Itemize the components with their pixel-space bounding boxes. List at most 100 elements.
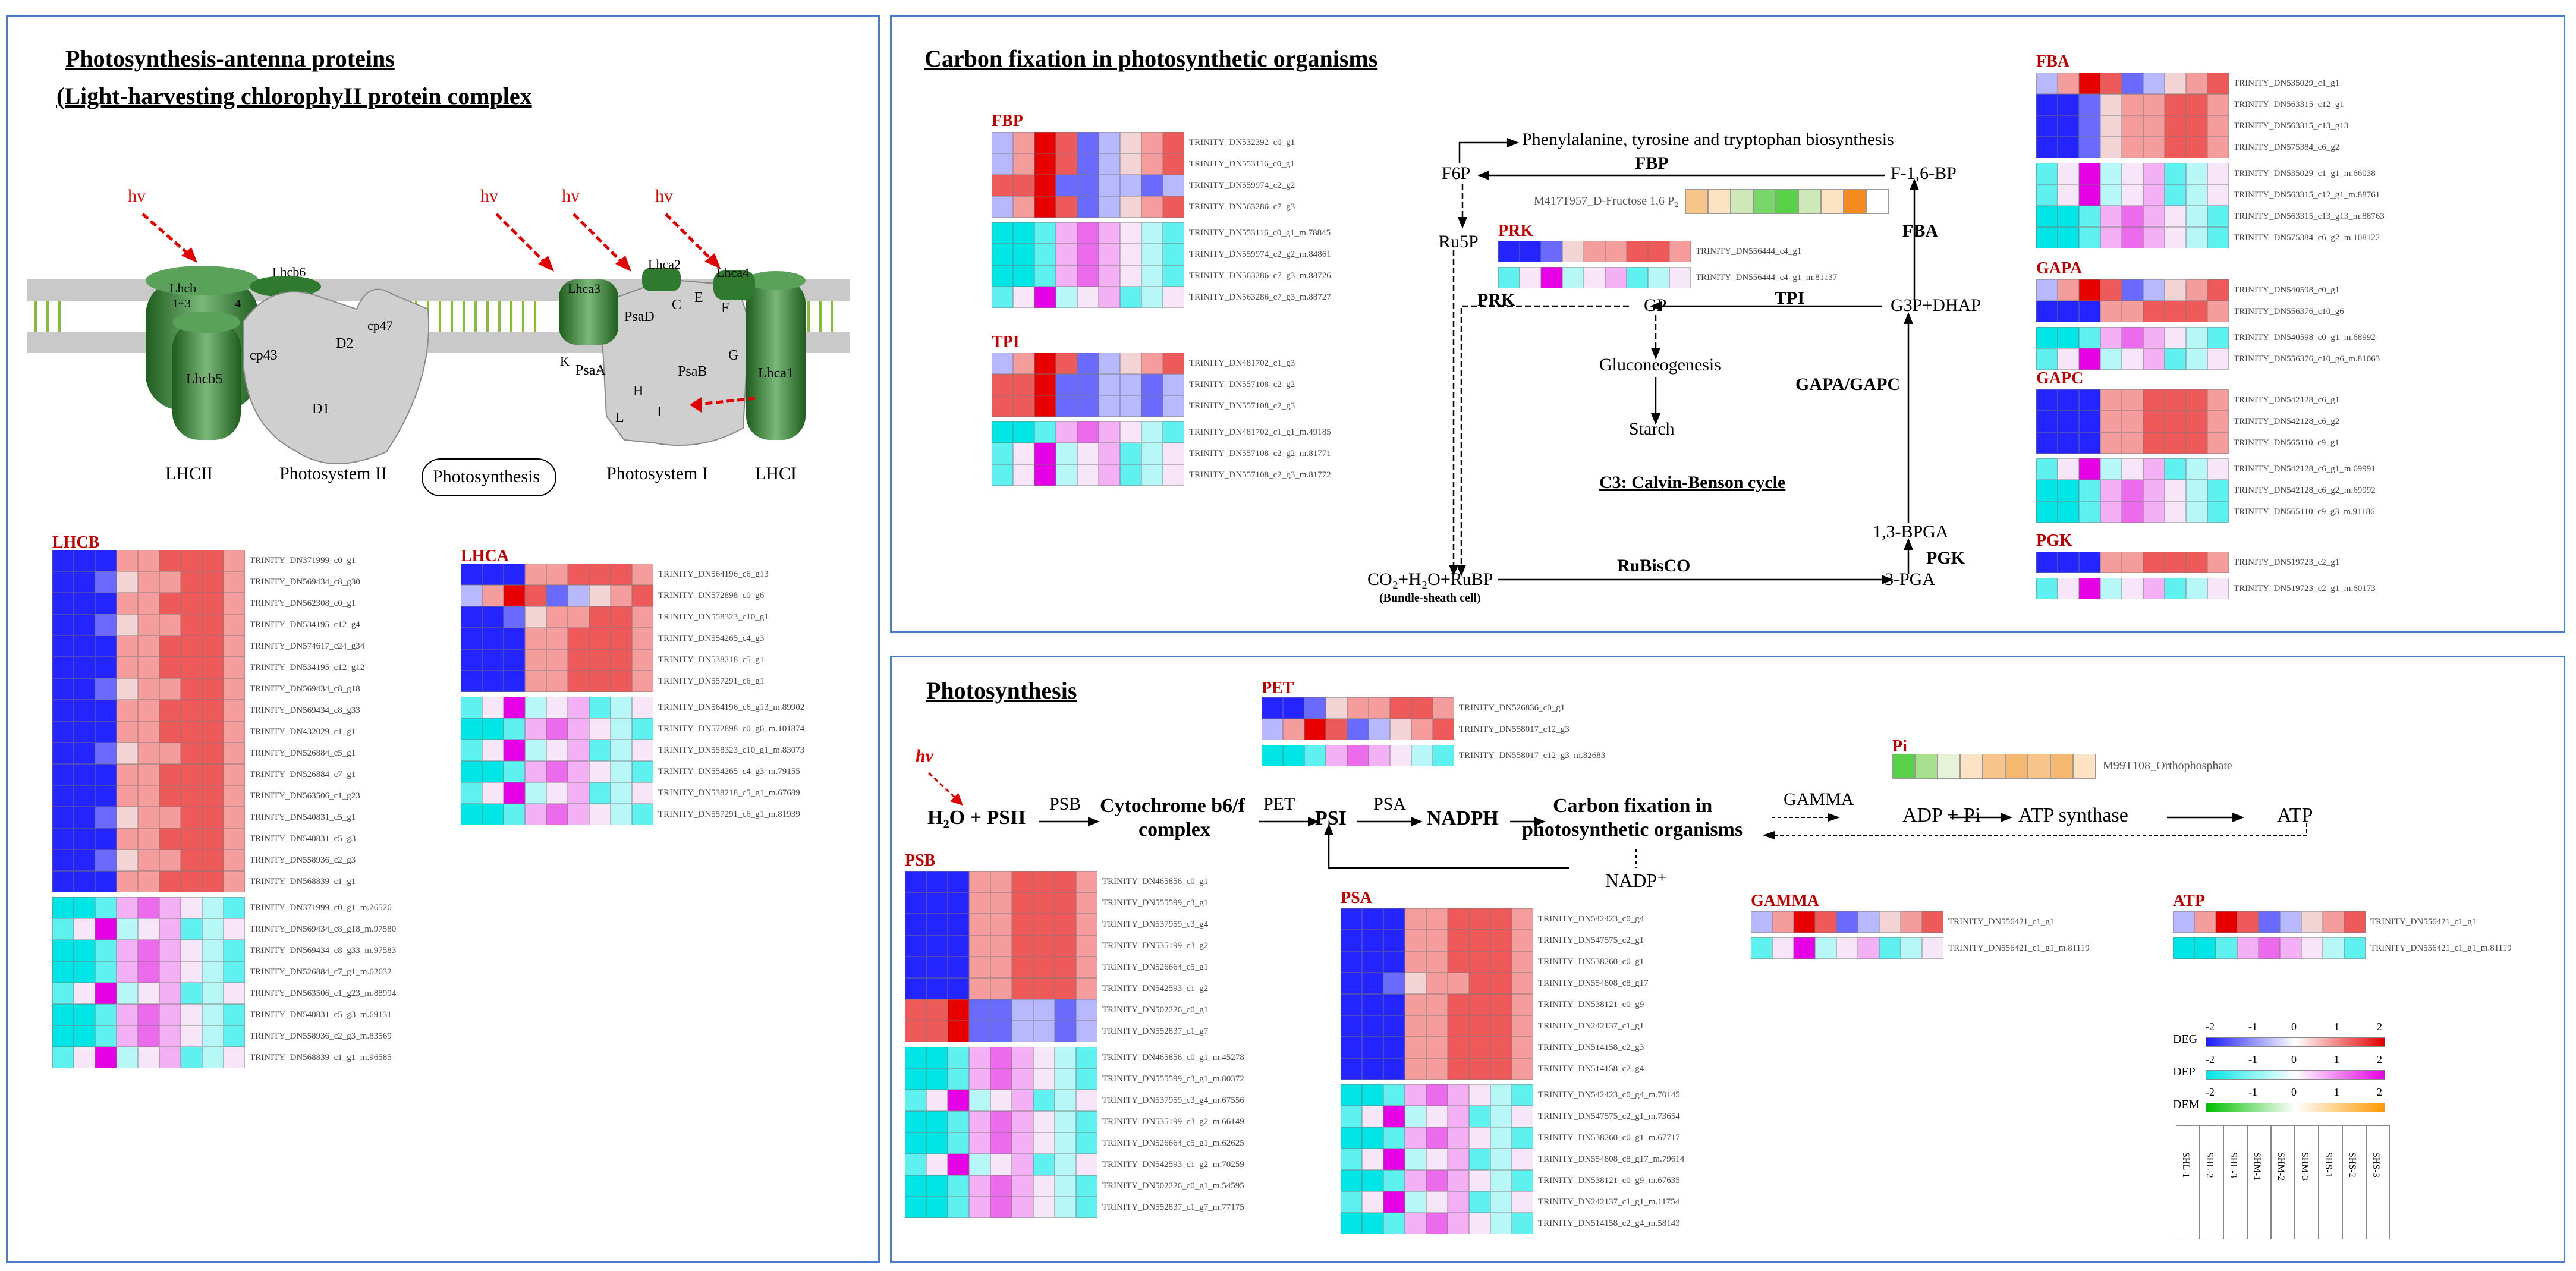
heatmap-cell — [159, 961, 181, 983]
heatmap-cell — [2207, 279, 2229, 301]
heatmap-cell — [1034, 395, 1056, 417]
heatmap-cell — [74, 871, 95, 892]
heatmap-cell — [969, 1197, 990, 1218]
f6p-node: F6P — [1442, 163, 1471, 183]
heatmap-cell — [1405, 1058, 1426, 1080]
heatmap-cell — [2207, 432, 2229, 454]
heatmap-cell — [181, 983, 202, 1004]
psb-gene-label: TRINITY_DN535199_c3_g2 — [1102, 941, 1209, 951]
lhcb6-label: Lhcb6 — [272, 265, 306, 279]
heatmap-cell — [1362, 1191, 1383, 1213]
heatmap-cell — [948, 1111, 969, 1132]
heatmap-cell — [202, 897, 224, 918]
gamma-protein-label: TRINITY_DN556421_c1_g1_m.81119 — [1948, 943, 2090, 953]
lhcb-gene-label: TRINITY_DN563506_c1_g23 — [250, 791, 360, 801]
heatmap-cell — [1469, 1170, 1490, 1191]
heatmap-cell — [905, 935, 926, 957]
heatmap-cell — [990, 1090, 1012, 1111]
psa-protein-row: TRINITY_DN538260_c0_g1_m.67717 — [1341, 1127, 1684, 1149]
heatmap-cell — [525, 782, 546, 804]
heatmap-cell — [2165, 163, 2186, 184]
heatmap-cell — [2165, 137, 2186, 158]
lhcb-gene-label: TRINITY_DN540831_c5_g3 — [250, 834, 356, 844]
heatmap-cell — [159, 764, 181, 785]
lhca-protein-label: TRINITY_DN564196_c6_g13_m.89902 — [658, 703, 805, 712]
heatmap-cell — [1141, 222, 1163, 244]
prk-gene-label: TRINITY_DN556444_c4_g1 — [1696, 247, 1802, 256]
heatmap-cell — [1469, 1213, 1490, 1234]
heatmap-cell — [2207, 411, 2229, 432]
heatmap-cell — [1390, 745, 1411, 766]
heatmap-cell — [611, 718, 632, 740]
gamma-heatmap-title: GAMMA — [1751, 892, 1820, 910]
prk-protein-row: TRINITY_DN556444_c4_g1_m.81137 — [1498, 267, 1837, 288]
calvin-cycle-arrows — [1449, 138, 1919, 584]
photosynthesis-link[interactable]: Photosynthesis — [433, 467, 540, 486]
lhcb-gene-label: TRINITY_DN534195_c12_g4 — [250, 620, 360, 630]
fba-protein-row: TRINITY_DN563315_c12_g1_m.88761 — [2036, 184, 2385, 206]
lhcb-gene-label: TRINITY_DN569434_c8_g30 — [250, 577, 360, 587]
heatmap-cell — [1141, 196, 1163, 218]
heatmap-cell — [1448, 994, 1469, 1015]
lhca-gene-row: TRINITY_DN572898_c0_g6 — [461, 585, 804, 606]
heatmap-cell — [504, 649, 525, 671]
heatmap-cell — [224, 550, 245, 571]
heatmap-cell — [159, 983, 181, 1004]
heatmap-cell — [2122, 279, 2143, 301]
heatmap-cell — [1012, 1175, 1033, 1197]
heatmap-cell — [1469, 930, 1490, 951]
psa-heatmap-title: PSA — [1341, 889, 1372, 907]
lhcb4-label: 4 — [235, 297, 241, 310]
heatmap-cell — [159, 828, 181, 850]
heatmap-cell — [2079, 578, 2100, 599]
legend-sample-box: SHM-3 — [2295, 1125, 2319, 1239]
heatmap-cell — [1141, 443, 1163, 464]
psaa-label: PsaA — [575, 363, 606, 378]
heatmap-cell — [1283, 697, 1304, 719]
heatmap-cell — [589, 606, 611, 628]
heatmap-cell — [1836, 937, 1858, 959]
heatmap-cell — [926, 1111, 948, 1132]
heatmap-cell — [568, 628, 589, 649]
heatmap-cell — [95, 897, 117, 918]
heatmap-cell — [74, 636, 95, 657]
heatmap-cell — [2100, 301, 2122, 322]
heatmap-cell — [1512, 908, 1533, 930]
heatmap-cell — [1498, 241, 1520, 262]
heatmap-cell — [905, 978, 926, 999]
lhcb-gene-row: TRINITY_DN563506_c1_g23 — [52, 785, 396, 807]
carbon-fixation-node-2[interactable]: photosynthetic organisms — [1522, 819, 1743, 841]
heatmap-cell — [1076, 1197, 1097, 1218]
heatmap-cell — [1141, 287, 1163, 308]
heatmap-cell — [1383, 1213, 1405, 1234]
carbon-fixation-node-1[interactable]: Carbon fixation in — [1553, 795, 1713, 817]
heatmap-cell — [1013, 464, 1034, 486]
heatmap-cell — [568, 718, 589, 740]
heatmap-cell — [905, 1047, 926, 1068]
psb-protein-label: TRINITY_DN537959_c3_g4_m.67556 — [1102, 1096, 1244, 1105]
heatmap-cell — [2207, 327, 2229, 348]
lhcb-gene-row: TRINITY_DN569434_c8_g33 — [52, 700, 396, 721]
heatmap-cell — [1013, 287, 1034, 308]
heatmap-cell — [159, 897, 181, 918]
lhca-protein-label: TRINITY_DN558323_c10_g1_m.83073 — [658, 745, 805, 755]
heatmap-cell — [181, 657, 202, 678]
heatmap-cell — [1362, 1213, 1383, 1234]
heatmap-cell — [2058, 73, 2079, 94]
heatmap-cell — [568, 564, 589, 585]
lhcb-gene-label: TRINITY_DN526884_c5_g1 — [250, 748, 356, 758]
heatmap-cell — [2165, 552, 2186, 573]
heatmap-cell — [632, 761, 653, 782]
legend-sample-label: SHM-1 — [2252, 1152, 2262, 1181]
heatmap-cell — [117, 636, 138, 657]
heatmap-cell — [52, 636, 74, 657]
heatmap-cell — [181, 764, 202, 785]
heatmap-cell — [1056, 222, 1077, 244]
heatmap-cell — [2344, 937, 2366, 959]
heatmap-cell — [159, 571, 181, 593]
heatmap-cell — [2165, 227, 2186, 248]
legend-tick-label: -1 — [2248, 1021, 2257, 1033]
heatmap-cell — [1076, 1111, 1097, 1132]
heatmap-cell — [159, 871, 181, 892]
